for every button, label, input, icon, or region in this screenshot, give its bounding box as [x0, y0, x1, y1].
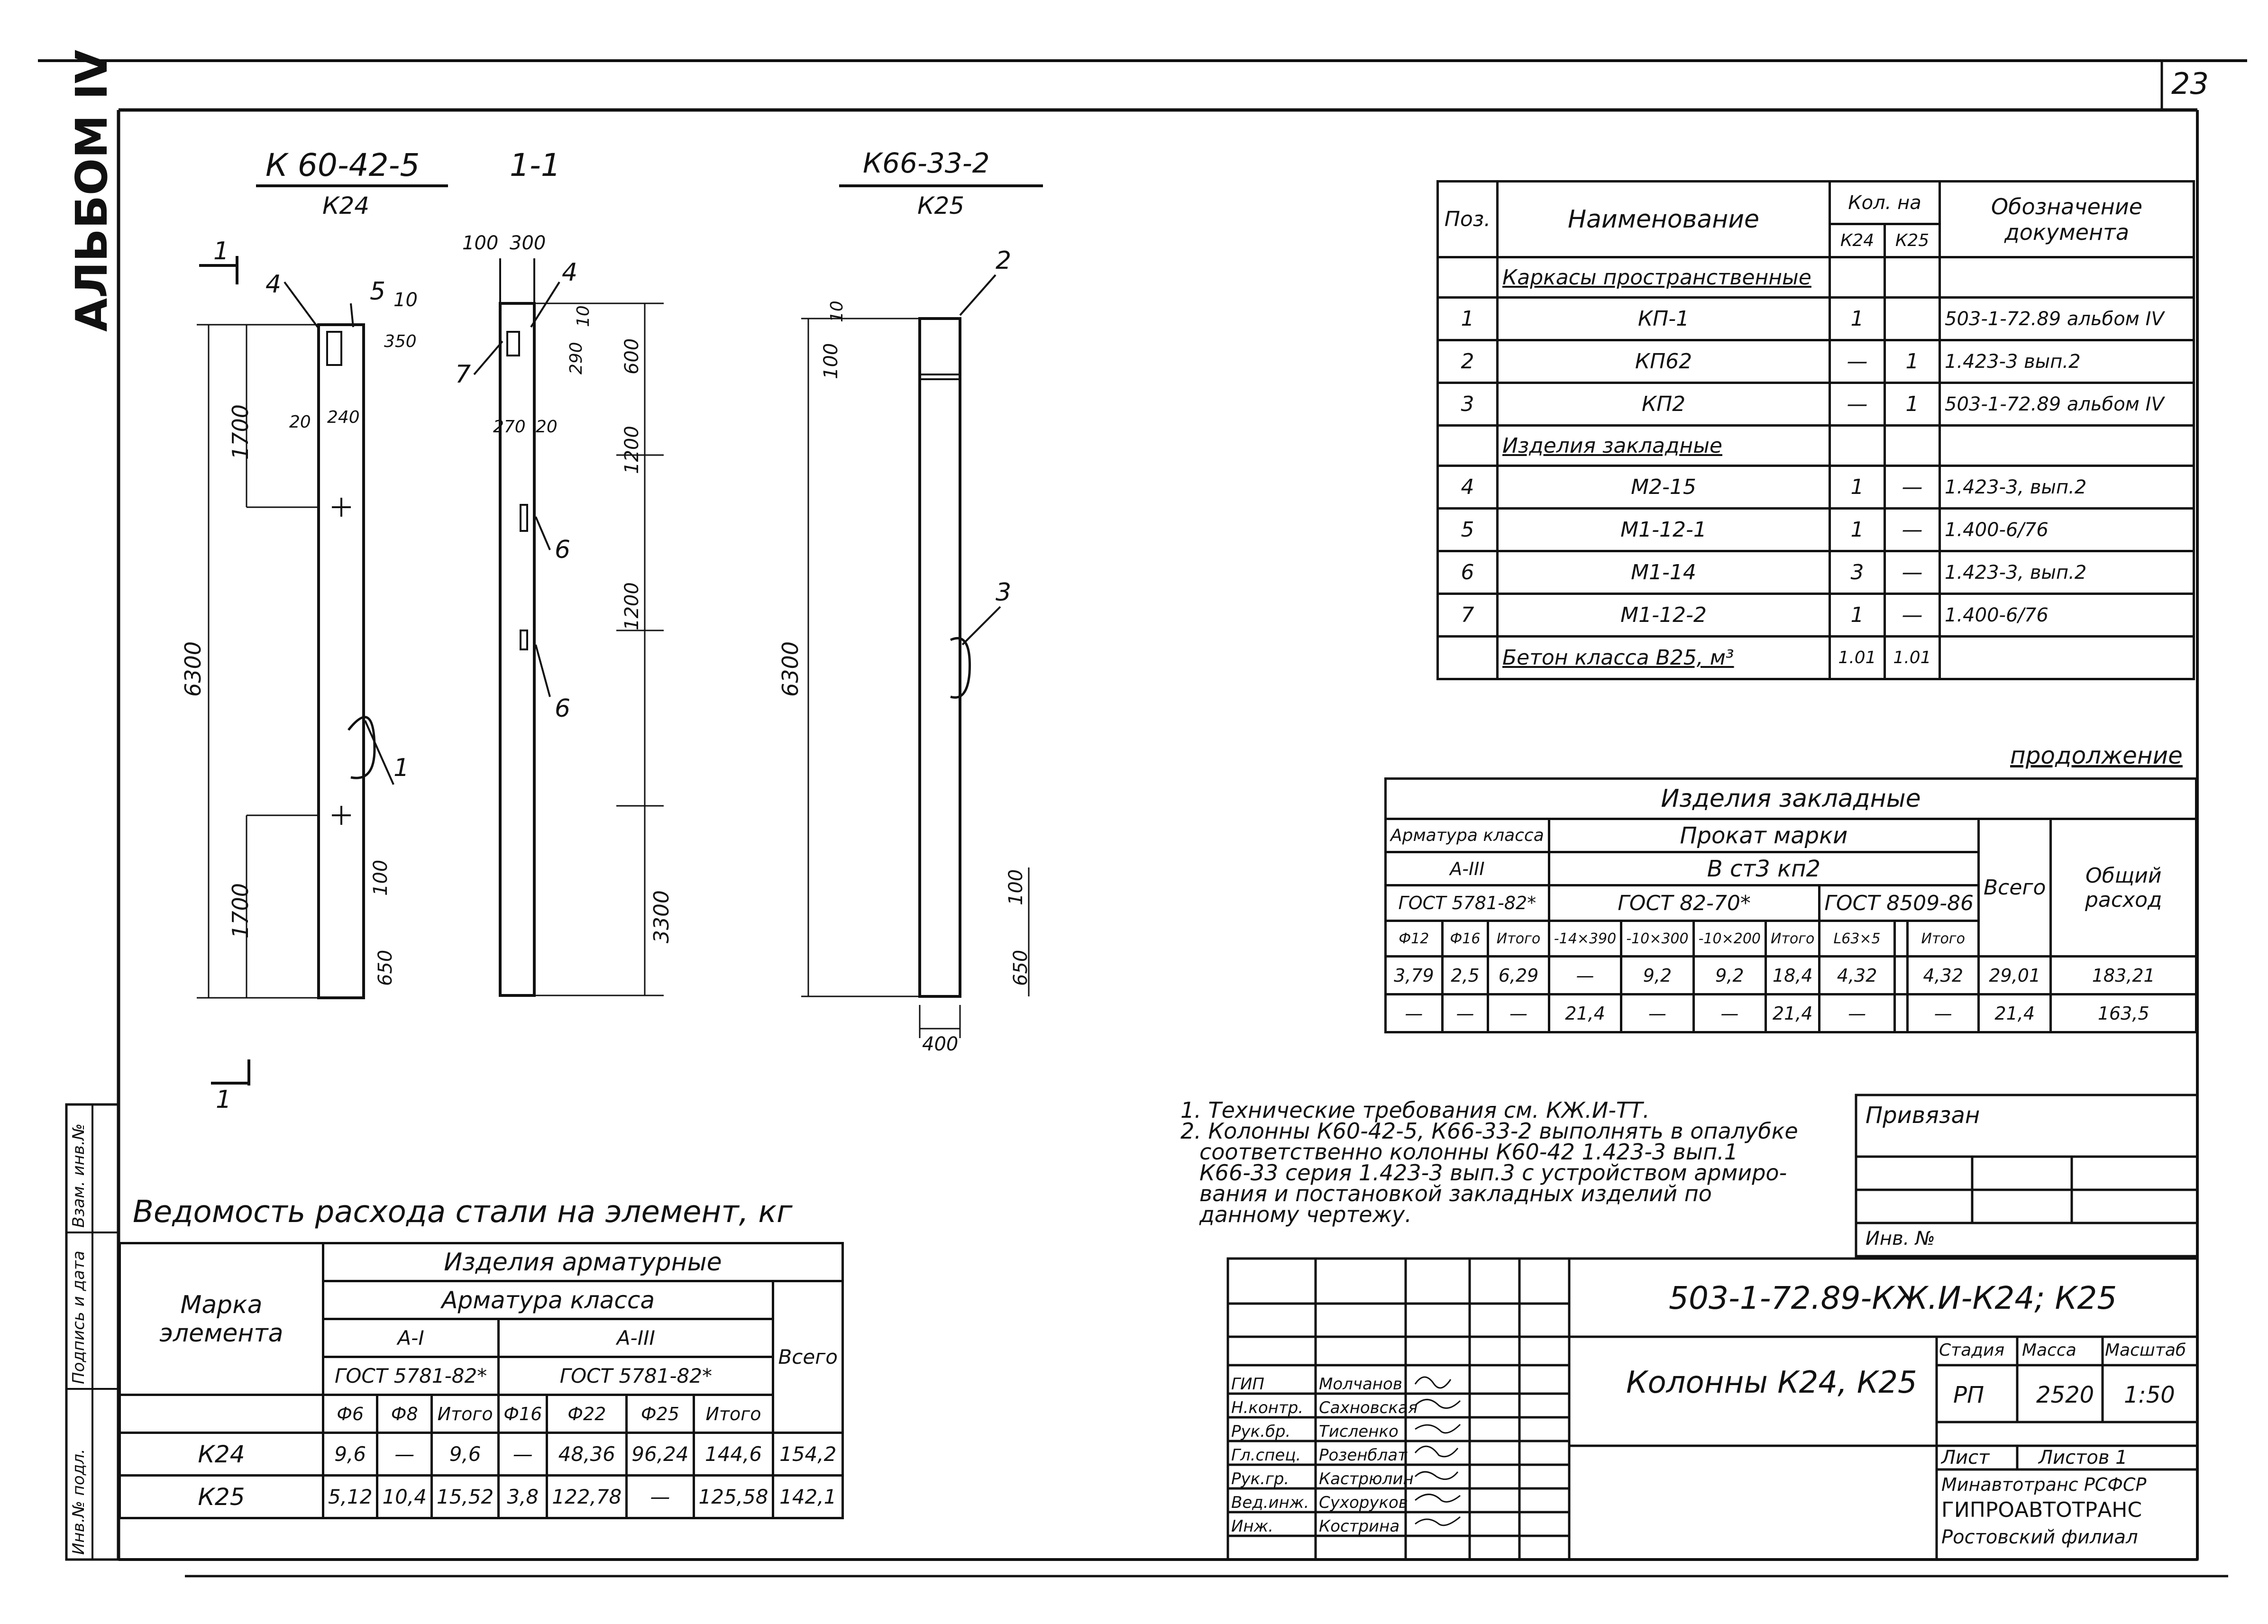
dim-300-section: 300 — [510, 232, 546, 254]
callout-5: 5 — [370, 277, 386, 306]
callout-6-a: 6 — [555, 536, 571, 564]
callout-1: 1 — [393, 754, 410, 782]
table-row: 5 М1-12-1 1 — 1.400-6/76 — [1436, 507, 2195, 552]
binding-label: Привязан — [1866, 1102, 1980, 1129]
table-row: 1 КП-1 1 503-1-72.89 альбом IV — [1436, 296, 2195, 341]
table-row: 2 КП62 — 1 1.423-3 вып.2 — [1436, 339, 2195, 384]
view3-title: К66-33-2 — [863, 147, 990, 179]
notes: 1. Технические требования см. КЖ.И-ТТ. 2… — [1180, 1097, 1798, 1227]
dim-400-view3: 400 — [922, 1033, 959, 1055]
mass-value: 2520 — [2036, 1382, 2094, 1408]
table-row: 4 М2-15 1 — 1.423-3, вып.2 — [1436, 465, 2195, 510]
dim-10: 10 — [393, 289, 418, 311]
signature-roles: ГИП Н.контр. Рук.бр. Гл.спец. Рук.гр. Ве… — [1231, 1375, 1309, 1536]
document-code: 503-1-72.89-КЖ.И-К24; К25 — [1669, 1280, 2117, 1316]
column-k25-elevation — [918, 317, 961, 998]
table-row: 6 М1-14 3 — 1.423-3, вып.2 — [1436, 550, 2195, 595]
steel-table-title: Ведомость расхода стали на элемент, кг — [133, 1195, 793, 1230]
callout-2: 2 — [996, 246, 1012, 275]
dim-20-section: 20 — [536, 417, 558, 437]
dim-270-section: 270 — [493, 417, 526, 437]
steel-consumption-table: Марка элемента Изделия арматурные Армату… — [119, 1242, 844, 1519]
section-title: 1-1 — [510, 147, 561, 183]
section-embedded: Изделия закладные — [1496, 424, 1831, 467]
view3-subtitle: К25 — [917, 192, 965, 219]
dim-350: 350 — [384, 332, 417, 351]
h-pos: Поз. — [1436, 180, 1499, 258]
org-ministry: Минавтотранс РСФСР — [1941, 1474, 2147, 1495]
stage-header: Стадия — [1939, 1341, 2005, 1360]
dim-240: 240 — [327, 408, 360, 427]
callout-4-section: 4 — [562, 258, 578, 287]
column-section-1-1 — [499, 302, 536, 997]
continuation-label: продолжение — [2010, 742, 2183, 769]
cont-h-main: Изделия закладные — [1384, 777, 2197, 820]
section-mark-top: 1 — [213, 237, 229, 265]
callout-3: 3 — [996, 578, 1012, 607]
drawing-name: Колонны К24, К25 — [1626, 1365, 1917, 1400]
h-name: Наименование — [1496, 180, 1831, 258]
callout-4-view1: 4 — [265, 270, 282, 299]
scale-value: 1:50 — [2124, 1382, 2175, 1408]
sheet-label: Лист — [1941, 1447, 1990, 1469]
table-row: Бетон класса В25, м³ 1.01 1.01 — [1436, 635, 2195, 680]
org-institute: ГИПРОАВТОТРАНС — [1941, 1498, 2142, 1522]
h-k24: К24 — [1829, 223, 1886, 258]
section-frames: Каркасы пространственные — [1496, 256, 1831, 299]
org-branch: Ростовский филиал — [1941, 1526, 2138, 1548]
table-row: 3 КП2 — 1 503-1-72.89 альбом IV — [1436, 382, 2195, 427]
stage-value: РП — [1953, 1382, 1984, 1408]
table-row: 7 М1-12-2 1 — 1.400-6/76 — [1436, 593, 2195, 638]
specification-table: Поз. Наименование Кол. на Обозначение до… — [1436, 180, 2195, 680]
signature-names: Молчанов Сахновская Тисленко Розенблат К… — [1319, 1375, 1418, 1536]
sheets-label: Листов 1 — [2039, 1447, 2128, 1469]
dim-100-section: 100 — [462, 232, 499, 254]
column-k24-elevation — [317, 323, 365, 999]
section-mark-bottom: 1 — [216, 1086, 232, 1114]
binding-inv: Инв. № — [1866, 1228, 1935, 1250]
table-row: 3,79 2,5 6,29 — 9,2 9,2 18,4 4,32 4,32 2… — [1384, 955, 2197, 995]
scale-header: Масштаб — [2105, 1341, 2186, 1360]
sheet-number: 23 — [2171, 66, 2209, 101]
mass-header: Масса — [2022, 1341, 2076, 1360]
view1-subtitle: К24 — [322, 192, 370, 219]
dim-20: 20 — [289, 412, 311, 432]
h-k25: К25 — [1884, 223, 1941, 258]
continuation-table: Изделия закладные Арматура класса Прокат… — [1384, 777, 2197, 1033]
table-row: К25 5,12 10,4 15,52 3,8 122,78 — 125,58 … — [119, 1474, 844, 1519]
table-row: — — — 21,4 — — 21,4 — — 21,4 163,5 — [1384, 993, 2197, 1033]
h-qty: Кол. на — [1829, 180, 1941, 225]
h-doc: Обозначение документа — [1939, 180, 2195, 258]
view1-title: К 60-42-5 — [265, 147, 420, 183]
callout-6-b: 6 — [555, 694, 571, 723]
callout-7: 7 — [455, 360, 471, 389]
table-row: К24 9,6 — 9,6 — 48,36 96,24 144,6 154,2 — [119, 1432, 844, 1477]
